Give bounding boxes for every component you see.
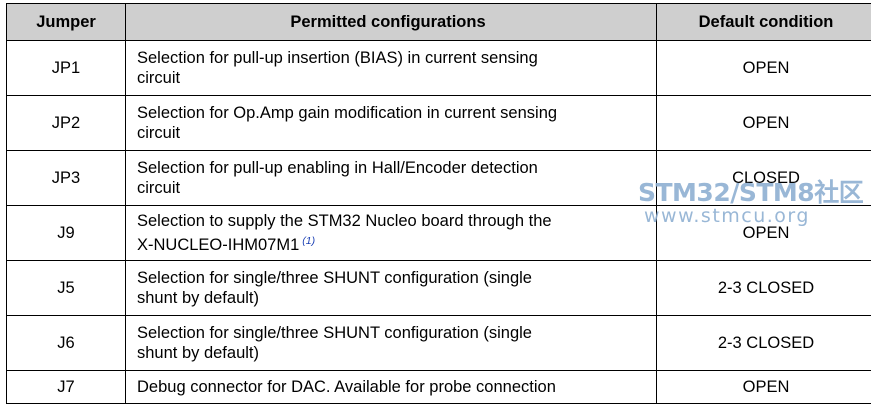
table-row: JP2 Selection for Op.Amp gain modificati…	[6, 95, 871, 151]
config-cell: Selection for single/three SHUNT configu…	[125, 315, 657, 371]
config-text-line: circuit	[137, 124, 181, 142]
table-row: J9 Selection to supply the STM32 Nucleo …	[6, 205, 871, 261]
config-text-line: Debug connector for DAC. Available for p…	[137, 378, 556, 396]
jumper-cell: JP2	[6, 95, 126, 151]
config-text-line: shunt by default)	[137, 289, 259, 307]
config-text-line: Selection for Op.Amp gain modification i…	[137, 104, 558, 122]
default-cell: 2-3 CLOSED	[656, 260, 871, 316]
jumper-cell: J9	[6, 205, 126, 261]
header-permitted-configurations: Permitted configurations	[125, 3, 657, 41]
config-cell: Selection for single/three SHUNT configu…	[125, 260, 657, 316]
config-cell: Debug connector for DAC. Available for p…	[125, 370, 657, 404]
config-text-line: Selection for pull-up enabling in Hall/E…	[137, 159, 538, 177]
default-cell: OPEN	[656, 40, 871, 96]
jumper-cell: J7	[6, 370, 126, 404]
jumper-cell: JP3	[6, 150, 126, 206]
table-row: J5 Selection for single/three SHUNT conf…	[6, 260, 871, 316]
table-row: JP1 Selection for pull-up insertion (BIA…	[6, 40, 871, 96]
default-cell: 2-3 CLOSED	[656, 315, 871, 371]
default-cell: OPEN	[656, 205, 871, 261]
config-text-line: shunt by default)	[137, 344, 259, 362]
default-cell: OPEN	[656, 370, 871, 404]
config-cell: Selection to supply the STM32 Nucleo boa…	[125, 205, 657, 261]
header-jumper: Jumper	[6, 3, 126, 41]
config-text-line: Selection for single/three SHUNT configu…	[137, 269, 532, 287]
config-text-line: Selection for pull-up insertion (BIAS) i…	[137, 49, 538, 67]
header-default-condition: Default condition	[656, 3, 871, 41]
table-row: JP3 Selection for pull-up enabling in Ha…	[6, 150, 871, 206]
config-cell: Selection for Op.Amp gain modification i…	[125, 95, 657, 151]
jumper-settings-table: Jumper Permitted configurations Default …	[6, 3, 871, 404]
config-text-line: Selection to supply the STM32 Nucleo boa…	[137, 212, 552, 230]
jumper-cell: JP1	[6, 40, 126, 96]
footnote-link[interactable]: (1)	[302, 235, 316, 247]
default-cell: OPEN	[656, 95, 871, 151]
table-header-row: Jumper Permitted configurations Default …	[6, 3, 871, 41]
jumper-cell: J5	[6, 260, 126, 316]
jumper-cell: J6	[6, 315, 126, 371]
config-cell: Selection for pull-up insertion (BIAS) i…	[125, 40, 657, 96]
config-text-line: X-NUCLEO-IHM07M1	[137, 236, 300, 254]
default-cell: CLOSED	[656, 150, 871, 206]
config-text-line: circuit	[137, 69, 181, 87]
config-text-line: Selection for single/three SHUNT configu…	[137, 324, 532, 342]
config-cell: Selection for pull-up enabling in Hall/E…	[125, 150, 657, 206]
table-row: J7 Debug connector for DAC. Available fo…	[6, 370, 871, 404]
table-row: J6 Selection for single/three SHUNT conf…	[6, 315, 871, 371]
config-text-line: circuit	[137, 179, 181, 197]
